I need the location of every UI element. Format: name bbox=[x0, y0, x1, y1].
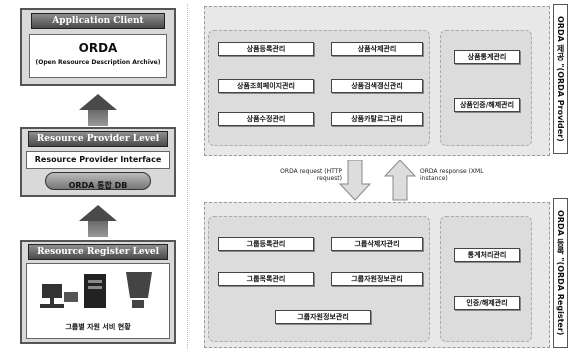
device-icon bbox=[126, 272, 152, 298]
divider bbox=[187, 4, 188, 349]
provider-box-6: 상품카탈로그관리 bbox=[331, 112, 423, 126]
register-right-box-1: 통계처리관리 bbox=[454, 248, 520, 262]
orda-response-label: ORDA response (XML instance) bbox=[420, 168, 504, 182]
register-devices-box: 그룹별 자원 서비 현황 bbox=[26, 263, 170, 339]
orda-response-text: ORDA response (XML instance) bbox=[420, 168, 484, 182]
provider-box-1: 상품등록관리 bbox=[218, 42, 314, 56]
up-arrow-icon bbox=[383, 160, 417, 201]
register-box-1: 그룹등록관리 bbox=[218, 237, 314, 251]
monitor-icon bbox=[42, 284, 62, 298]
resource-provider-bar: Resource Provider Level bbox=[28, 131, 168, 147]
provider-box-5: 상품수정관리 bbox=[218, 112, 314, 126]
up-arrow-icon bbox=[79, 94, 117, 110]
provider-right-box-1: 상품통계관리 bbox=[454, 50, 520, 64]
arrow-stem bbox=[88, 221, 108, 237]
orda-request-label: ORDA request (HTTP request) bbox=[258, 168, 342, 182]
provider-right-box-2: 상품인증/해제관리 bbox=[454, 98, 520, 112]
orda-subtitle: (Open Resource Description Archive) bbox=[35, 59, 161, 66]
exchange-arrows-icon bbox=[338, 160, 417, 201]
register-box-3: 그룹목록관리 bbox=[218, 272, 314, 286]
orda-request-text: ORDA request (HTTP request) bbox=[280, 168, 342, 182]
application-client-bar: Application Client bbox=[31, 13, 165, 29]
register-box-4: 그룹자원정보관리 bbox=[331, 272, 423, 286]
orda-title: ORDA bbox=[78, 41, 118, 55]
orda-db: ORDA 통합 DB bbox=[45, 172, 151, 190]
provider-box-3: 상품조회페이지관리 bbox=[218, 79, 314, 93]
register-side-label: ORDA 등록 "(ORDA Register) bbox=[553, 198, 568, 348]
register-right-panel bbox=[440, 216, 532, 342]
orda-db-label: ORDA 통합 DB bbox=[68, 181, 128, 190]
laptop-icon bbox=[64, 292, 78, 302]
resource-provider-interface: Resource Provider Interface bbox=[26, 151, 170, 169]
register-right-box-2: 인증/해제관리 bbox=[454, 296, 520, 310]
server-tower-icon bbox=[84, 274, 106, 308]
provider-box-2: 상품삭제관리 bbox=[331, 42, 423, 56]
arrow-stem bbox=[88, 110, 108, 126]
up-arrow-icon bbox=[79, 205, 117, 221]
provider-right-panel bbox=[440, 30, 532, 146]
register-box-center: 그룹자원정보관리 bbox=[275, 310, 371, 324]
orda-box: ORDA (Open Resource Description Archive) bbox=[29, 34, 167, 78]
resource-register-bar: Resource Register Level bbox=[28, 244, 168, 260]
provider-side-label: ORDA 제공 "(ORDA Provider) bbox=[553, 4, 568, 154]
down-arrow-icon bbox=[338, 160, 372, 201]
register-box-2: 그룹삭제자관리 bbox=[331, 237, 423, 251]
server-devices-icon bbox=[40, 272, 152, 308]
provider-box-4: 상품검색갱신관리 bbox=[331, 79, 423, 93]
register-caption: 그룹별 자원 서비 현황 bbox=[65, 323, 131, 331]
